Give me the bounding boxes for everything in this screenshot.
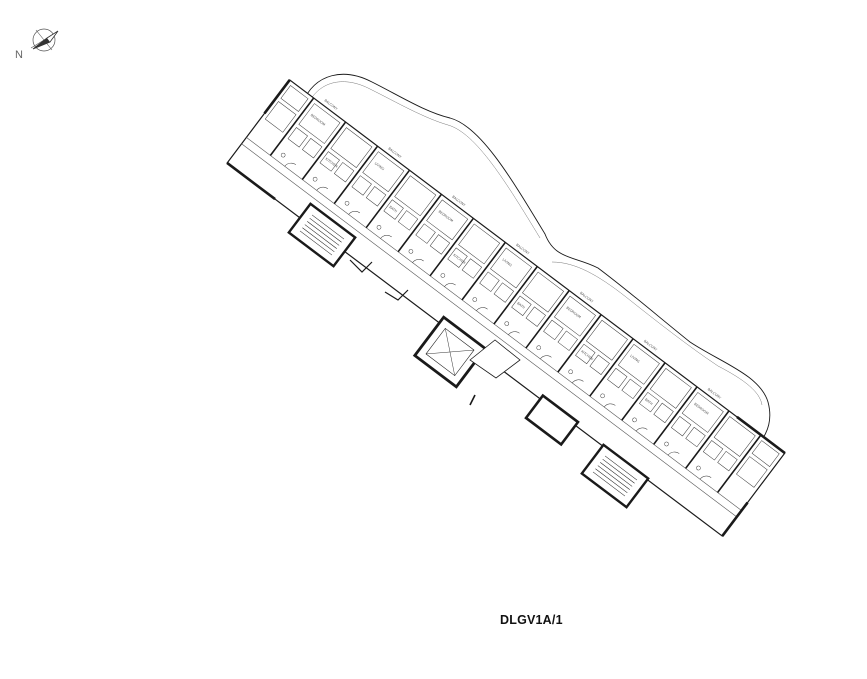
lobby-core — [524, 393, 580, 447]
floor-plan: BALCONY BALCONY BALCONY BALCONY BALCONY … — [226, 74, 786, 537]
room-label-living: LIVING — [629, 354, 641, 364]
plan-code-label: DLGV1A/1 — [500, 613, 563, 627]
balcony-edge-upper — [301, 74, 771, 451]
north-label: N — [15, 49, 23, 61]
room-label-bath: BATH — [388, 205, 398, 214]
stair-core-left — [287, 202, 357, 268]
stair-core-right — [580, 443, 650, 509]
room-label-bath: BATH — [644, 398, 654, 407]
room-label-living: LIVING — [502, 258, 514, 268]
north-arrow-icon — [30, 28, 59, 52]
room-label-living: LIVING — [374, 161, 386, 171]
room-label-bath: BATH — [516, 301, 526, 310]
corridor-spine — [469, 339, 521, 379]
lift-core — [412, 315, 488, 389]
